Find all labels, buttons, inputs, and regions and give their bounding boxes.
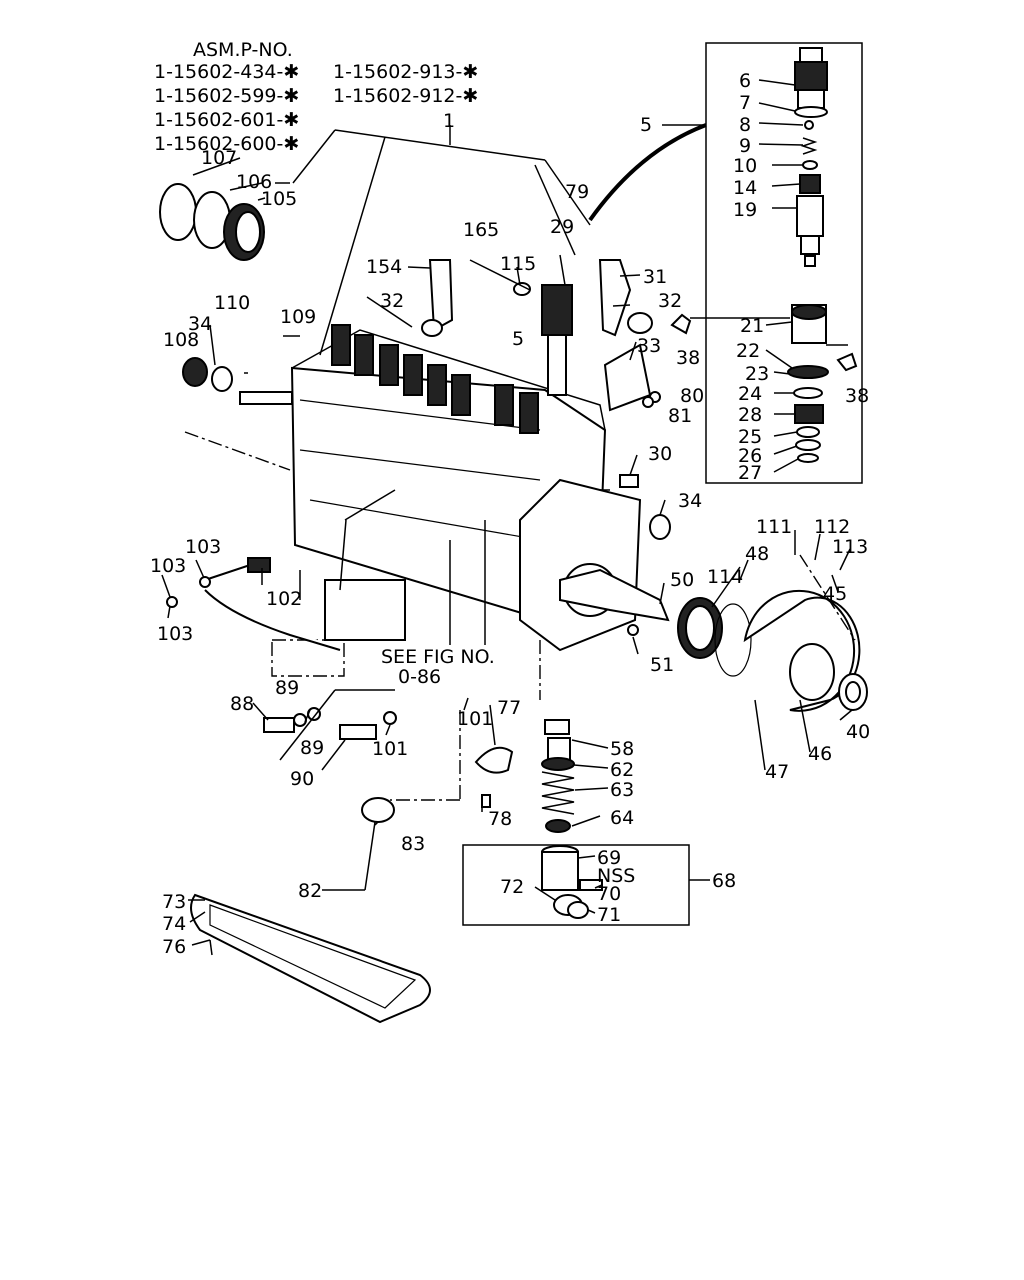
callout-48: 48	[745, 543, 769, 565]
callout-47: 47	[765, 761, 789, 783]
callout-71: 71	[597, 904, 621, 926]
callout-82: 82	[298, 880, 322, 902]
callout-8: 8	[739, 114, 751, 136]
left-bearing-parts	[159, 183, 293, 405]
callout-30: 30	[648, 443, 672, 465]
callout-25: 25	[738, 426, 762, 448]
callout-88: 88	[230, 693, 254, 715]
camshaft-and-coupling	[559, 568, 868, 712]
callout-109: 109	[280, 306, 316, 328]
delivery-valve-holders	[331, 324, 539, 434]
callout-74: 74	[162, 913, 186, 935]
callout-51: 51	[650, 654, 674, 676]
callout-19: 19	[733, 199, 757, 221]
callout-69: 69	[597, 847, 621, 869]
tappet-assembly	[462, 719, 690, 926]
asm-number: 1-15602-912-✱	[333, 85, 478, 107]
callout-9: 9	[739, 135, 751, 157]
callout-112: 112	[814, 516, 850, 538]
see-fig-label: SEE FIG NO.	[381, 646, 495, 668]
callout-72: 72	[500, 876, 524, 898]
callout-34: 34	[678, 490, 702, 512]
callout-78: 78	[488, 808, 512, 830]
asm-number: 1-15602-601-✱	[154, 109, 299, 131]
callout-63: 63	[610, 779, 634, 801]
callout-34: 34	[188, 313, 212, 335]
callout-38: 38	[845, 385, 869, 407]
callout-76: 76	[162, 936, 186, 958]
callout-83: 83	[401, 833, 425, 855]
callout-89: 89	[300, 737, 324, 759]
oil-pan-gasket	[190, 893, 431, 1024]
callout-70: 70	[597, 883, 621, 905]
asm-number: 1-15602-599-✱	[154, 85, 299, 107]
asm-number: 1-15602-913-✱	[333, 61, 478, 83]
callout-107: 107	[201, 147, 237, 169]
callout-29: 29	[550, 216, 574, 238]
callout-113: 113	[832, 536, 868, 558]
callout-5: 5	[512, 328, 524, 350]
see-fig-number: 0-86	[398, 666, 441, 688]
callout-labels: 1 5 5 6 7 8 9 10 14 19 21 22 23 24 28 25…	[150, 70, 870, 958]
callout-26: 26	[738, 445, 762, 467]
callout-101: 101	[457, 708, 493, 730]
callout-81: 81	[668, 405, 692, 427]
callout-40: 40	[846, 721, 870, 743]
callout-68: 68	[712, 870, 736, 892]
callout-165: 165	[463, 219, 499, 241]
callout-46: 46	[808, 743, 832, 765]
callout-73: 73	[162, 891, 186, 913]
callout-106: 106	[236, 171, 272, 193]
callout-14: 14	[733, 177, 757, 199]
callout-21: 21	[740, 315, 764, 337]
callout-80: 80	[680, 385, 704, 407]
callout-10: 10	[733, 155, 757, 177]
callout-32: 32	[380, 290, 404, 312]
pump-housing	[271, 284, 642, 677]
delivery-valve-detail-box	[588, 42, 863, 484]
callout-101: 101	[372, 738, 408, 760]
callout-102: 102	[266, 588, 302, 610]
callout-31: 31	[643, 266, 667, 288]
callout-89: 89	[275, 677, 299, 699]
callout-38: 38	[676, 347, 700, 369]
callout-58: 58	[610, 738, 634, 760]
callout-115: 115	[500, 253, 536, 275]
callout-23: 23	[745, 363, 769, 385]
callout-6: 6	[739, 70, 751, 92]
callout-45: 45	[823, 583, 847, 605]
callout-111: 111	[756, 516, 792, 538]
callout-5: 5	[640, 114, 652, 136]
leader-lines	[161, 125, 856, 956]
callout-103: 103	[150, 555, 186, 577]
callout-24: 24	[738, 383, 762, 405]
callout-114: 114	[707, 566, 743, 588]
callout-62: 62	[610, 759, 634, 781]
callout-nss: NSS	[597, 865, 635, 887]
callout-22: 22	[736, 340, 760, 362]
callout-1: 1	[443, 110, 455, 132]
asm-number: 1-15602-434-✱	[154, 61, 299, 83]
callout-27: 27	[738, 462, 762, 484]
callout-90: 90	[290, 768, 314, 790]
callout-50: 50	[670, 569, 694, 591]
callout-28: 28	[738, 404, 762, 426]
callout-103: 103	[157, 623, 193, 645]
asm-title: ASM.P-NO.	[193, 39, 293, 61]
callout-105: 105	[261, 188, 297, 210]
callout-77: 77	[497, 697, 521, 719]
callout-64: 64	[610, 807, 634, 829]
callout-7: 7	[739, 92, 751, 114]
assembly-part-numbers: ASM.P-NO. 1-15602-434-✱ 1-15602-599-✱ 1-…	[154, 39, 478, 155]
callout-33: 33	[637, 335, 661, 357]
callout-154: 154	[366, 256, 402, 278]
callout-79: 79	[565, 181, 589, 203]
callout-103: 103	[185, 536, 221, 558]
callout-110: 110	[214, 292, 250, 314]
callout-32: 32	[658, 290, 682, 312]
callout-108: 108	[163, 329, 199, 351]
asm-number: 1-15602-600-✱	[154, 133, 299, 155]
